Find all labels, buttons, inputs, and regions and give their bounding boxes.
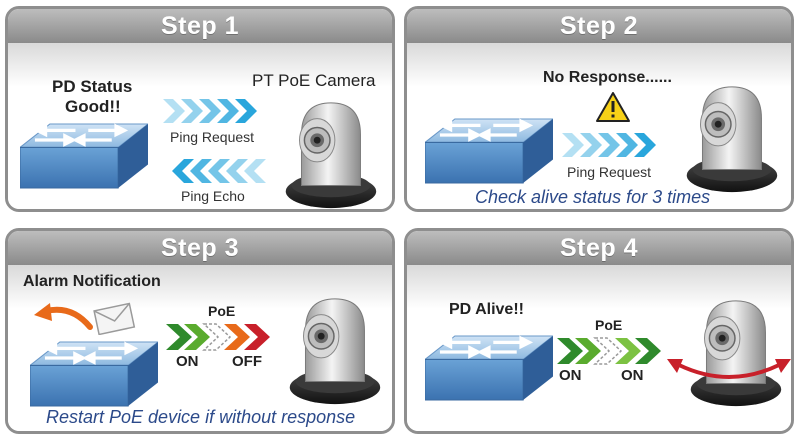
ping-request-arrows-icon — [163, 99, 257, 123]
poe-label: PoE — [595, 317, 623, 333]
ping-request-arrows-icon — [562, 133, 656, 157]
step3-title: Step 3 — [8, 231, 392, 265]
ptz-camera-icon — [288, 298, 381, 405]
camera-label: PT PoE Camera — [252, 71, 376, 90]
poe-on-label-2: ON — [621, 367, 644, 384]
poe-on-label: ON — [176, 353, 199, 370]
step1-panel: Step 1 PD Status Good!! PT PoE Camera Pi… — [5, 6, 395, 212]
network-switch-icon — [30, 341, 158, 407]
step3-panel: Step 3 Alarm Notification PoE ON OFF — [5, 228, 395, 434]
step4-panel: Step 4 PD Alive!! PoE ON ON — [404, 228, 794, 434]
ping-echo-arrows-icon — [172, 159, 266, 183]
restart-poe-note: Restart PoE device if without response — [46, 407, 356, 427]
warning-icon — [596, 92, 630, 122]
step3-body: Alarm Notification PoE ON OFF Restar — [8, 265, 392, 431]
pd-status-line2: Good!! — [65, 97, 121, 116]
poe-on-arrows-icon — [557, 337, 661, 365]
poe-label: PoE — [208, 303, 236, 319]
poe-off-label: OFF — [232, 353, 262, 370]
step2-body: No Response...... Ping Request Check ali… — [407, 43, 791, 209]
ptz-camera-icon — [284, 102, 377, 209]
ptz-camera-icon — [685, 86, 778, 193]
step4-body: PD Alive!! PoE ON ON — [407, 265, 791, 431]
step4-title: Step 4 — [407, 231, 791, 265]
poe-on-off-arrows-icon — [166, 323, 270, 351]
alarm-arrow-icon — [34, 303, 93, 330]
network-switch-icon — [425, 335, 553, 401]
email-envelope-icon — [93, 302, 136, 335]
pd-status-line1: PD Status — [52, 77, 133, 96]
check-alive-note: Check alive status for 3 times — [475, 187, 711, 207]
network-switch-icon — [425, 118, 553, 184]
step2-title: Step 2 — [407, 9, 791, 43]
step1-title: Step 1 — [8, 9, 392, 43]
pd-alive-label: PD Alive!! — [449, 301, 524, 318]
ping-request-label: Ping Request — [567, 164, 652, 180]
step1-body: PD Status Good!! PT PoE Camera Ping Requ… — [8, 43, 392, 209]
network-switch-icon — [20, 123, 148, 189]
no-response-label: No Response...... — [543, 69, 672, 86]
rotation-arrow-icon — [667, 359, 791, 379]
step2-panel: Step 2 No Response...... Ping Request Ch… — [404, 6, 794, 212]
poe-on-label-1: ON — [559, 367, 582, 384]
alarm-notification-label: Alarm Notification — [23, 273, 161, 290]
ping-request-label: Ping Request — [170, 129, 255, 145]
ping-echo-label: Ping Echo — [181, 188, 245, 204]
